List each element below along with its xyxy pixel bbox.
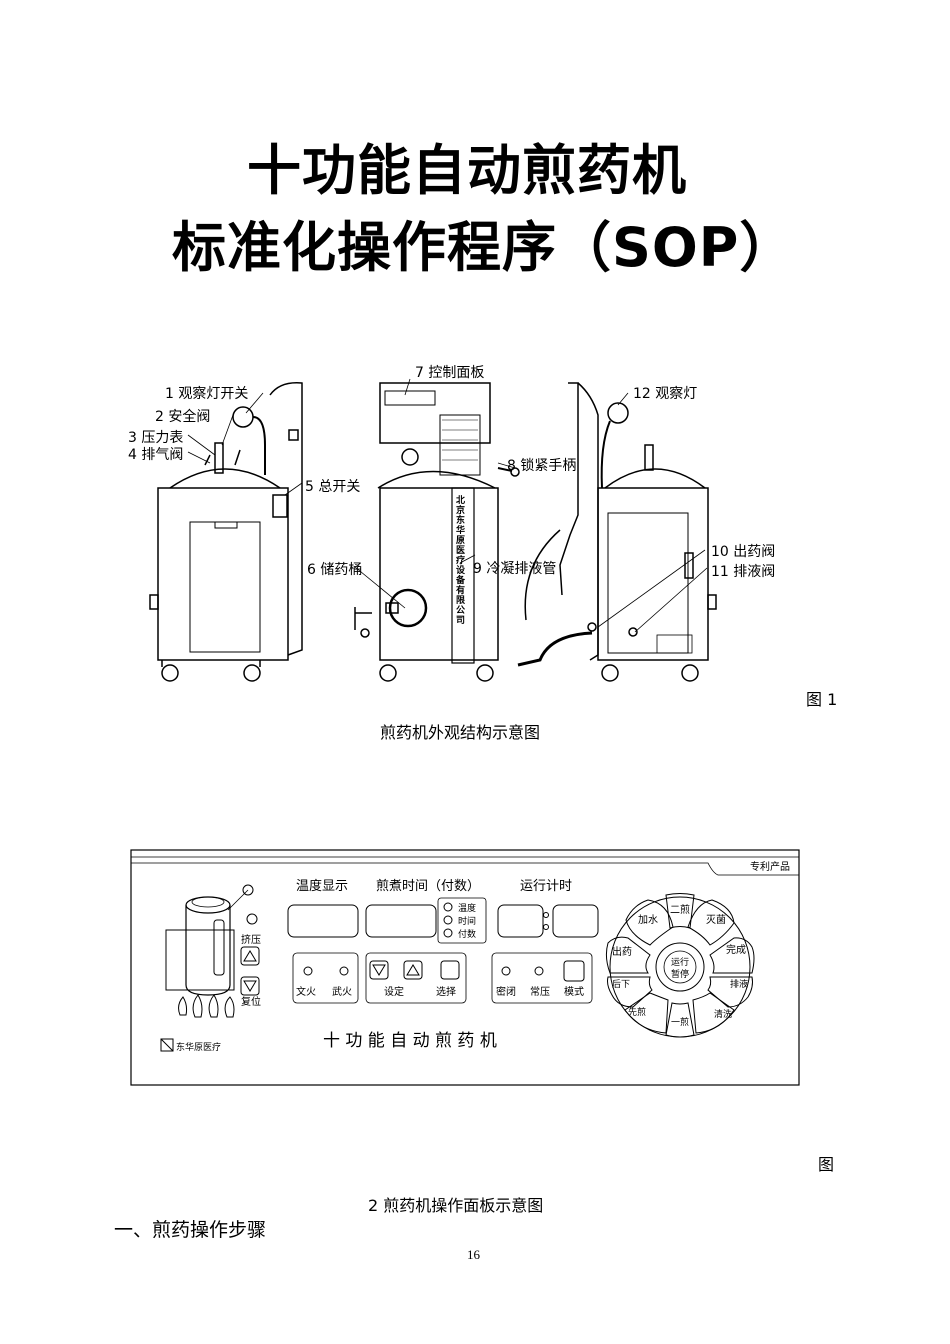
panel-select: 选择 [436,985,456,998]
section-heading: 一、煎药操作步骤 [114,1219,267,1241]
panel-wenhuo: 文火 [296,985,316,998]
figure2-caption: 2 煎药机操作面板示意图 [368,1196,544,1215]
panel-wuhuo: 武火 [332,985,352,998]
document-title-line1: 十功能自动煎药机 [247,139,687,202]
wheel-dispense: 出药 [612,945,632,958]
label-locking-handle: 8 锁紧手柄 [507,458,577,474]
label-main-switch: 5 总开关 [305,479,361,495]
label-safety-valve: 2 安全阀 [155,409,211,425]
wheel-second-boil: 二煎 [670,903,690,916]
page-number: 16 [467,1247,480,1262]
label-storage-bucket: 6 储药桶 [307,562,363,578]
panel-brand: 东华原医疗 [176,1041,221,1053]
wheel-complete: 完成 [726,943,746,956]
figure1-caption: 煎药机外观结构示意图 [380,723,541,742]
wheel-pause: 暂停 [671,968,689,980]
figure2-number: 图 [818,1155,835,1174]
panel-patent: 专利产品 [750,860,790,873]
wheel-sterilize: 灭菌 [706,914,726,926]
panel-ind-count: 付数 [458,928,476,940]
wheel-run: 运行 [671,956,689,968]
panel-normal: 常压 [530,985,550,998]
label-dispense-valve: 10 出药阀 [711,544,776,560]
wheel-add-water: 加水 [638,914,658,926]
panel-machine-name: 十 功 能 自 动 煎 药 机 [323,1031,497,1051]
wheel-first: 先煎 [628,1006,646,1018]
panel-ind-temp: 温度 [458,902,476,914]
wheel-drain: 排液 [730,978,748,990]
panel-mode: 模式 [564,985,584,998]
wheel-first-boil: 一煎 [671,1016,689,1028]
label-drain-valve: 11 排液阀 [711,564,776,580]
panel-boil-time: 煎煮时间（付数） [376,878,480,894]
panel-sealed: 密闭 [496,985,516,998]
panel-temp-display: 温度显示 [296,878,348,894]
label-control-panel: 7 控制面板 [415,365,485,381]
label-observation-light-switch: 1 观察灯开关 [165,386,249,402]
label-condensate-pipe: 9 冷凝排液管 [473,561,557,577]
wheel-later: 后下 [612,979,630,990]
panel-ind-time: 时间 [458,915,476,927]
panel-set: 设定 [384,985,404,998]
panel-run-timer: 运行计时 [520,879,572,894]
wheel-clean: 清洗 [714,1008,732,1020]
figure1-number: 图 1 [806,690,838,709]
figure2-control-panel: 专利产品 温度显示 煎煮时间（付数） 运行计时 温度 时间 付数 挤压 复位 文… [130,849,800,1086]
figure1-machine-drawing: 北京东华原医疗设备有限公司 [149,378,717,682]
label-observation-light: 12 观察灯 [633,386,698,402]
figure1-company-vertical: 北京东华原医疗设备有限公司 [454,494,466,625]
label-exhaust-valve: 4 排气阀 [128,447,184,463]
label-pressure-gauge: 3 压力表 [128,430,184,446]
document-title-line2: 标准化操作程序（SOP） [172,216,795,279]
panel-squeeze: 挤压 [241,933,261,946]
panel-reset: 复位 [241,995,261,1008]
